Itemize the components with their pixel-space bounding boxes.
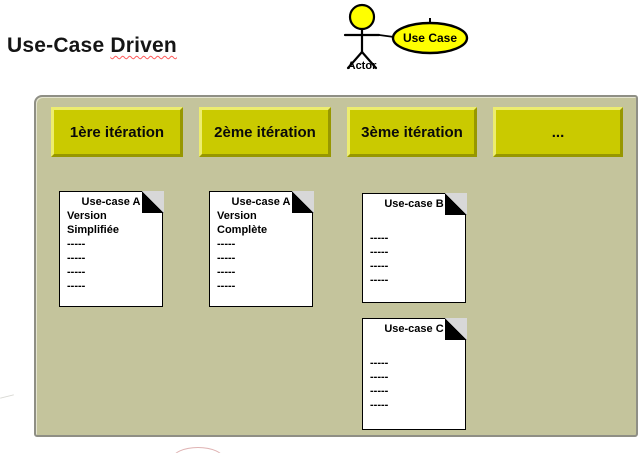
- dash-line: -----: [370, 399, 389, 411]
- usecase-doc-b: Use-case B ----- ----- ----- -----: [362, 192, 467, 303]
- usecase-label: Use Case: [402, 31, 458, 45]
- dash-line: -----: [217, 252, 236, 264]
- iterations-panel: 1ère itération 2ème itération 3ème itéra…: [34, 95, 638, 437]
- dash-line: -----: [370, 260, 389, 272]
- doc-title: Use-case A: [231, 196, 291, 208]
- actor-usecase-diagram: [343, 3, 469, 70]
- doc-title: Use-case B: [384, 198, 444, 210]
- iteration-button-more[interactable]: ...: [493, 107, 623, 157]
- doc-title: Use-case C: [384, 323, 444, 335]
- dash-line: -----: [370, 357, 389, 369]
- cropped-ellipse-artifact: [172, 447, 224, 453]
- dash-line: -----: [370, 246, 389, 258]
- dash-line: -----: [217, 238, 236, 250]
- doc-line: Version: [217, 210, 257, 222]
- association-line: [378, 34, 395, 38]
- doc-dashes: ----- ----- ----- -----: [210, 237, 312, 293]
- doc-line: Complète: [217, 224, 268, 236]
- doc-line: Version: [67, 210, 107, 222]
- usecase-doc-c: Use-case C ----- ----- ----- -----: [362, 317, 467, 430]
- dash-line: -----: [67, 266, 86, 278]
- dash-line: -----: [370, 371, 389, 383]
- dash-line: -----: [67, 252, 86, 264]
- actor-leg-right: [360, 50, 378, 70]
- dash-line: -----: [217, 280, 236, 292]
- doc-dashes: ----- ----- ----- -----: [363, 356, 465, 412]
- iteration-button-3[interactable]: 3ème itération: [347, 107, 477, 157]
- dash-line: -----: [370, 232, 389, 244]
- folded-corner-icon: [444, 317, 467, 340]
- iteration-button-1[interactable]: 1ère itération: [51, 107, 183, 157]
- folded-corner-icon: [444, 192, 467, 215]
- actor-label: Actor: [347, 60, 377, 72]
- dash-line: -----: [217, 266, 236, 278]
- dash-line: -----: [370, 385, 389, 397]
- cropped-line-artifact: [0, 394, 14, 399]
- doc-dashes: ----- ----- ----- -----: [60, 237, 162, 293]
- actor-head: [348, 3, 376, 31]
- folded-corner-icon: [141, 190, 164, 213]
- dash-line: -----: [67, 238, 86, 250]
- usecase-doc-a-simplified: Use-case A Version Simplifiée ----- ----…: [59, 190, 164, 307]
- page-title-text: Use-Case: [7, 34, 105, 57]
- usecase-doc-a-complete: Use-case A Version Complète ----- ----- …: [209, 190, 314, 307]
- dash-line: -----: [370, 274, 389, 286]
- iteration-button-2[interactable]: 2ème itération: [199, 107, 331, 157]
- doc-line: Simplifiée: [67, 224, 119, 236]
- doc-title: Use-case A: [81, 196, 141, 208]
- actor-leg-left: [346, 50, 364, 70]
- folded-corner-icon: [291, 190, 314, 213]
- page-title-marked-word: Driven: [110, 34, 177, 57]
- dash-line: -----: [67, 280, 86, 292]
- doc-dashes: ----- ----- ----- -----: [363, 231, 465, 287]
